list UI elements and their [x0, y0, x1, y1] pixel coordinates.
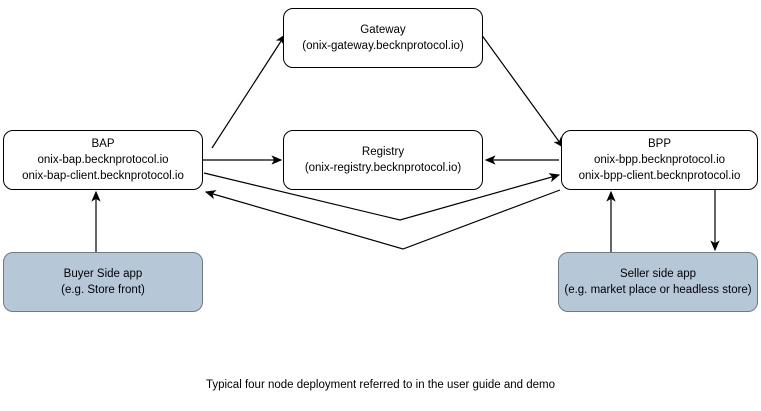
connector-bpp-to-bap	[204, 189, 561, 250]
node-subtitle: (onix-gateway.becknprotocol.io)	[302, 40, 464, 52]
node-subtitle-2: onix-bpp-client.becknprotocol.io	[578, 170, 741, 182]
connector-gateway-to-bpp	[480, 33, 564, 148]
node-subtitle: onix-bap.becknprotocol.io	[37, 154, 169, 166]
connector-bap-to-gateway	[211, 33, 286, 149]
node-title: BPP	[647, 138, 671, 150]
node-title: Seller side app	[619, 268, 697, 280]
node-subtitle-2: onix-bap-client.becknprotocol.io	[22, 170, 184, 182]
bap-node[interactable]: BAP onix-bap.becknprotocol.io onix-bap-c…	[3, 130, 203, 190]
node-subtitle: (onix-registry.becknprotocol.io)	[304, 162, 462, 174]
node-title: Buyer Side app	[63, 268, 143, 280]
node-title: Gateway	[360, 24, 406, 36]
node-title: Registry	[361, 146, 405, 158]
registry-node[interactable]: Registry (onix-registry.becknprotocol.io…	[283, 130, 483, 190]
gateway-node[interactable]: Gateway (onix-gateway.becknprotocol.io)	[283, 8, 483, 68]
node-subtitle: (e.g. Store front)	[61, 284, 145, 296]
bpp-node[interactable]: BPP onix-bpp.becknprotocol.io onix-bpp-c…	[561, 130, 758, 190]
node-title: BAP	[91, 138, 115, 150]
node-subtitle: onix-bpp.becknprotocol.io	[593, 154, 726, 166]
seller-side-app-node[interactable]: Seller side app (e.g. market place or he…	[558, 252, 758, 312]
buyer-side-app-node[interactable]: Buyer Side app (e.g. Store front)	[3, 252, 203, 312]
node-subtitle: (e.g. market place or headless store)	[564, 284, 752, 296]
diagram-caption: Typical four node deployment referred to…	[205, 379, 556, 391]
